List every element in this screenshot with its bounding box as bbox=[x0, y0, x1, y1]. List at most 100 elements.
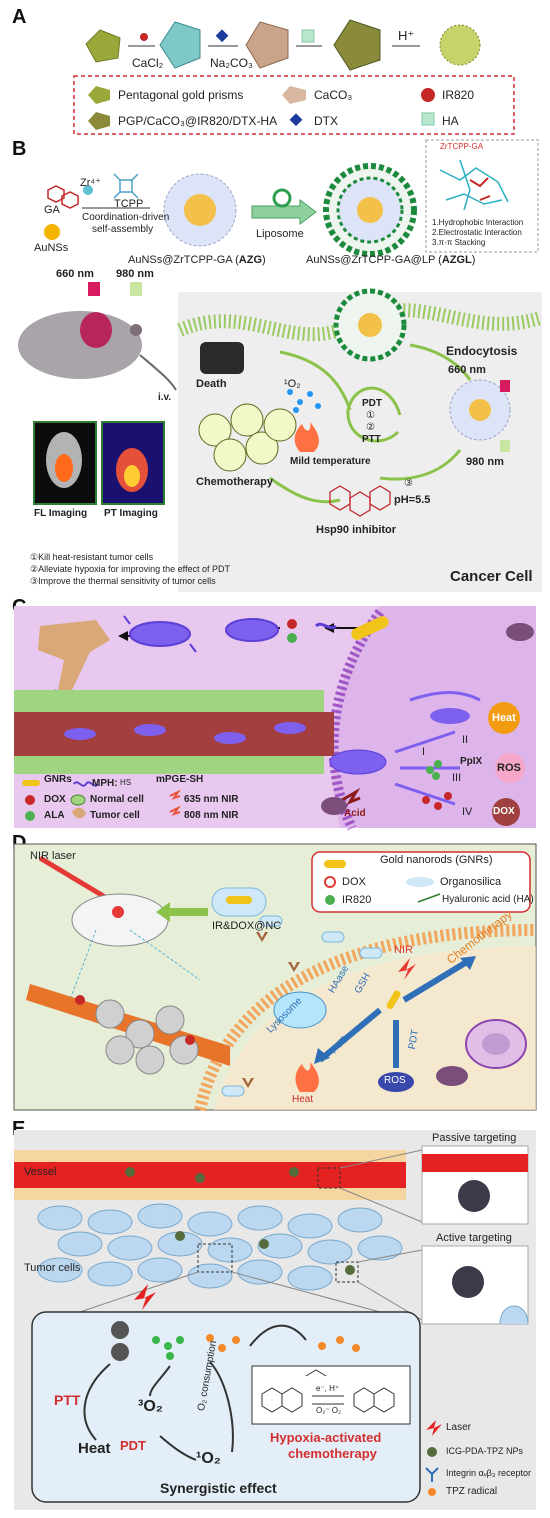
legend-laser-e: Laser bbox=[446, 1422, 472, 1433]
note-1: ①Kill heat-resistant tumor cells bbox=[30, 552, 154, 562]
legend-dox: DOX bbox=[44, 794, 66, 805]
panel-c-graphics bbox=[14, 606, 536, 831]
legend-mph-formula: HS bbox=[120, 778, 132, 787]
legend-dox-d: DOX bbox=[342, 876, 366, 888]
legend-dtx: DTX bbox=[314, 114, 338, 128]
ros-label-d: ROS bbox=[384, 1075, 406, 1086]
mouse-980-label: 980 nm bbox=[116, 268, 154, 280]
hypoxia-line2: chemotherapy bbox=[288, 1446, 377, 1461]
note-2: ②Alleviate hypoxia for improving the eff… bbox=[30, 564, 230, 574]
legend-gold-prism: Pentagonal gold prisms bbox=[118, 88, 244, 102]
ha-square-icon bbox=[301, 29, 315, 43]
micelle-in-cell bbox=[329, 749, 387, 775]
mechanism-box bbox=[31, 1311, 421, 1503]
legend-caco3: CaCO₃ bbox=[314, 88, 353, 102]
injection-arrow bbox=[156, 902, 208, 922]
interaction-1: 1.Hydrophobic Interaction bbox=[432, 218, 524, 227]
iv-label: i.v. bbox=[158, 392, 172, 403]
tpz-reaction-box bbox=[251, 1365, 411, 1425]
lysosome-icon bbox=[273, 991, 327, 1029]
ir820-dot-icon bbox=[140, 33, 148, 41]
hsp90-label: Hsp90 inhibitor bbox=[316, 524, 397, 536]
interaction-3: 3.π-π Stacking bbox=[432, 238, 486, 247]
dead-cells-icon bbox=[200, 342, 244, 374]
nanocarriers-path bbox=[386, 990, 401, 1010]
note-3: ③Improve the thermal sensitivity of tumo… bbox=[30, 576, 216, 586]
legend-gnrs-d: Gold nanorods (GNRs) bbox=[380, 854, 493, 866]
released-particle-icon bbox=[439, 24, 481, 66]
death-label: Death bbox=[196, 378, 227, 390]
legend-gold-prism-icon bbox=[88, 86, 110, 104]
cell-660-label: 660 nm bbox=[448, 364, 486, 376]
panel-c-legend bbox=[22, 780, 181, 821]
output-heat: Heat bbox=[492, 712, 516, 724]
legend-ir820-d: IR820 bbox=[342, 894, 372, 906]
legend-tumor-cell: Tumor cell bbox=[90, 810, 140, 821]
zrtcpp-network-icon bbox=[439, 159, 509, 211]
ptt-pdt-cycle-arrow bbox=[346, 386, 402, 443]
pathway-iii: III bbox=[452, 772, 462, 784]
legend-ha: HA bbox=[442, 114, 459, 128]
caco3-coated-icon bbox=[245, 21, 289, 69]
liposome-arrow bbox=[251, 199, 317, 225]
legend-dtx-icon bbox=[289, 113, 303, 127]
tpz-structure-right bbox=[353, 1387, 395, 1413]
legend-ala: ALA bbox=[44, 810, 65, 821]
tcpp-icon bbox=[113, 173, 139, 199]
pdt-label: PDT bbox=[362, 398, 382, 409]
step1-line2: self-assembly bbox=[92, 224, 154, 235]
laser-bolt-icon-e bbox=[134, 1284, 156, 1310]
pathway-iv: IV bbox=[462, 806, 473, 818]
prism-ir820-icon bbox=[159, 21, 201, 69]
legend-ir820-icon bbox=[421, 88, 435, 102]
mouse-icon bbox=[18, 311, 177, 391]
laser-980-icon bbox=[130, 282, 142, 296]
pathway-ii: II bbox=[462, 734, 469, 746]
molecular-inset bbox=[425, 139, 539, 253]
receptor-icons bbox=[242, 932, 300, 1088]
legend-ha-icon bbox=[421, 112, 435, 126]
nir-laser-label: NIR laser bbox=[30, 850, 76, 862]
pdt-label-e: PDT bbox=[120, 1438, 146, 1453]
pathway-i: I bbox=[422, 746, 426, 758]
legend-tpz-radical-icon bbox=[428, 1488, 436, 1496]
liposome-icon bbox=[272, 188, 292, 208]
acid-label: Acid bbox=[344, 808, 366, 819]
step2-label: Liposome bbox=[256, 228, 304, 240]
legend-final-particle: PGP/CaCO₃@IR820/DTX-HA bbox=[118, 114, 278, 128]
panel-b-label: B bbox=[12, 138, 27, 160]
passive-targeting-label: Passive targeting bbox=[432, 1132, 517, 1144]
output-dox: DOX bbox=[493, 806, 515, 817]
heat-label-e: Heat bbox=[78, 1440, 111, 1457]
reagent-auns: AuNSs bbox=[34, 242, 69, 254]
vessel-label: Vessel bbox=[24, 1166, 57, 1178]
cell-membrane-arc-d bbox=[194, 924, 537, 1112]
reagent-cacl2: CaCl₂ bbox=[132, 56, 164, 70]
ros-burst-icon bbox=[495, 753, 525, 783]
legend-organosilica: Organosilica bbox=[440, 876, 502, 888]
ptt-label: PTT bbox=[362, 434, 381, 445]
legend-mpge: mPGE-SH bbox=[156, 774, 204, 785]
zoom-box-active bbox=[335, 1261, 359, 1283]
cell-membrane-arc bbox=[328, 609, 385, 831]
panel-d-graphics bbox=[13, 843, 537, 1112]
legend-integrin-e: Integrin αᵥβ₃ receptor bbox=[446, 1468, 531, 1478]
ga-molecule-icon bbox=[47, 185, 79, 209]
tumor-cell-cluster bbox=[198, 403, 297, 472]
zr-ion-icon bbox=[83, 185, 93, 195]
mouse-660-label: 660 nm bbox=[56, 268, 94, 280]
tumor-tissue-d bbox=[95, 999, 199, 1075]
cell-zoom-callout bbox=[79, 1271, 381, 1313]
ptt-label-e: PTT bbox=[54, 1392, 81, 1408]
nir-label: NIR bbox=[394, 944, 413, 956]
acid-icon bbox=[341, 787, 361, 806]
legend-tpz-e: TPZ radical bbox=[446, 1486, 498, 1497]
auns-icon bbox=[44, 224, 60, 240]
legend-final-particle-icon bbox=[88, 112, 110, 130]
legend-ir820: IR820 bbox=[442, 88, 475, 102]
tpz-structure-left bbox=[261, 1387, 303, 1413]
legend-mph: MPH: bbox=[92, 778, 118, 789]
legend-nps-icon bbox=[427, 1447, 437, 1457]
legend-nps-e: ICG-PDA-TPZ NPs bbox=[446, 1446, 524, 1456]
panel-a-label: A bbox=[12, 6, 27, 28]
